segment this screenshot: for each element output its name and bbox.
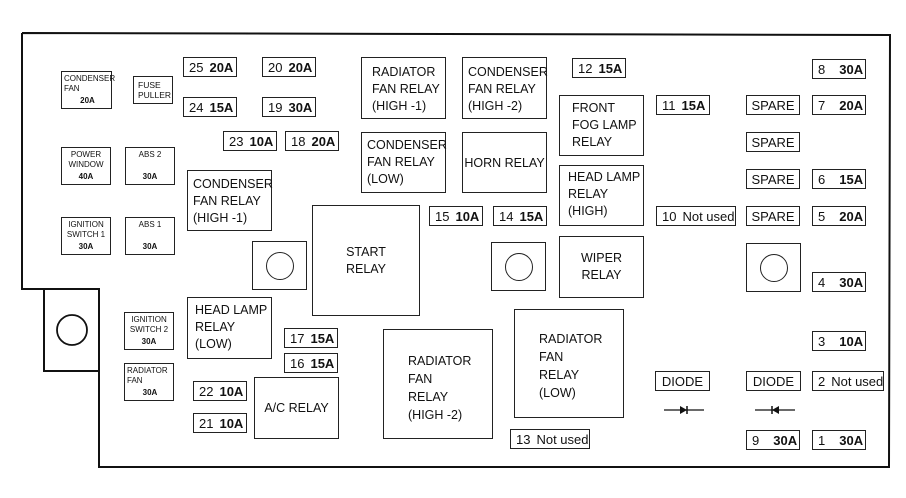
front-fog-lamp-relay[interactable]: FRONT FOG LAMP RELAY [559, 95, 644, 156]
diode-2[interactable]: DIODE [746, 371, 801, 391]
head-lamp-relay-high[interactable]: HEAD LAMP RELAY (HIGH) [559, 165, 644, 226]
radiator-fan-relay-low[interactable]: RADIATOR FAN RELAY (LOW) [514, 309, 624, 418]
diode-1[interactable]: DIODE [655, 371, 710, 391]
ignition-switch-2-fuse[interactable]: IGNITION SWITCH 2 30A [124, 312, 174, 350]
condenser-fan-relay-high-1[interactable]: CONDENSER FAN RELAY (HIGH -1) [187, 170, 273, 231]
condenser-fan-relay-low[interactable]: CONDENSER FAN RELAY (LOW) [361, 132, 447, 193]
abs-2-fuse[interactable]: ABS 2 30A [125, 147, 175, 185]
horn-relay[interactable]: HORN RELAY [462, 132, 547, 193]
wiper-relay[interactable]: WIPER RELAY [559, 236, 644, 298]
spare-fuse-slot[interactable]: SPARE [746, 206, 800, 226]
spare-fuse-slot[interactable]: SPARE [746, 95, 800, 115]
ignition-switch-1-fuse[interactable]: IGNITION SWITCH 1 30A [61, 217, 111, 255]
radiator-fan-relay-high-1[interactable]: RADIATOR FAN RELAY (HIGH -1) [361, 57, 446, 119]
abs-1-fuse[interactable]: ABS 1 30A [125, 217, 175, 255]
head-lamp-relay-low[interactable]: HEAD LAMP RELAY (LOW) [187, 297, 272, 359]
bolt-hole-icon [759, 253, 788, 282]
power-window-fuse[interactable]: POWER WINDOW 40A [61, 147, 111, 185]
bolt-hole-icon [504, 252, 533, 281]
diode-reverse-icon [755, 406, 795, 414]
mounting-hole [56, 314, 88, 346]
fuse-puller[interactable]: FUSE PULLER [133, 76, 173, 104]
ac-relay[interactable]: A/C RELAY [254, 377, 339, 439]
mounting-bracket [43, 288, 100, 372]
condenser-fan-relay-high-2[interactable]: CONDENSER FAN RELAY (HIGH -2) [462, 57, 548, 119]
radiator-fan-relay-high-2[interactable]: RADIATOR FAN RELAY (HIGH -2) [383, 329, 493, 439]
mounting-socket [252, 241, 307, 290]
start-relay[interactable]: START RELAY [312, 205, 420, 316]
diode-forward-icon [664, 406, 704, 414]
radiator-fan-fuse[interactable]: RADIATOR FAN 30A [124, 363, 174, 401]
mounting-socket [491, 242, 546, 291]
condenser-fan-fuse[interactable]: CONDENSER FAN 20A [61, 71, 115, 109]
bolt-hole-icon [265, 251, 294, 280]
mounting-socket [746, 243, 801, 292]
spare-fuse-slot[interactable]: SPARE [746, 169, 800, 189]
spare-fuse-slot[interactable]: SPARE [746, 132, 800, 152]
